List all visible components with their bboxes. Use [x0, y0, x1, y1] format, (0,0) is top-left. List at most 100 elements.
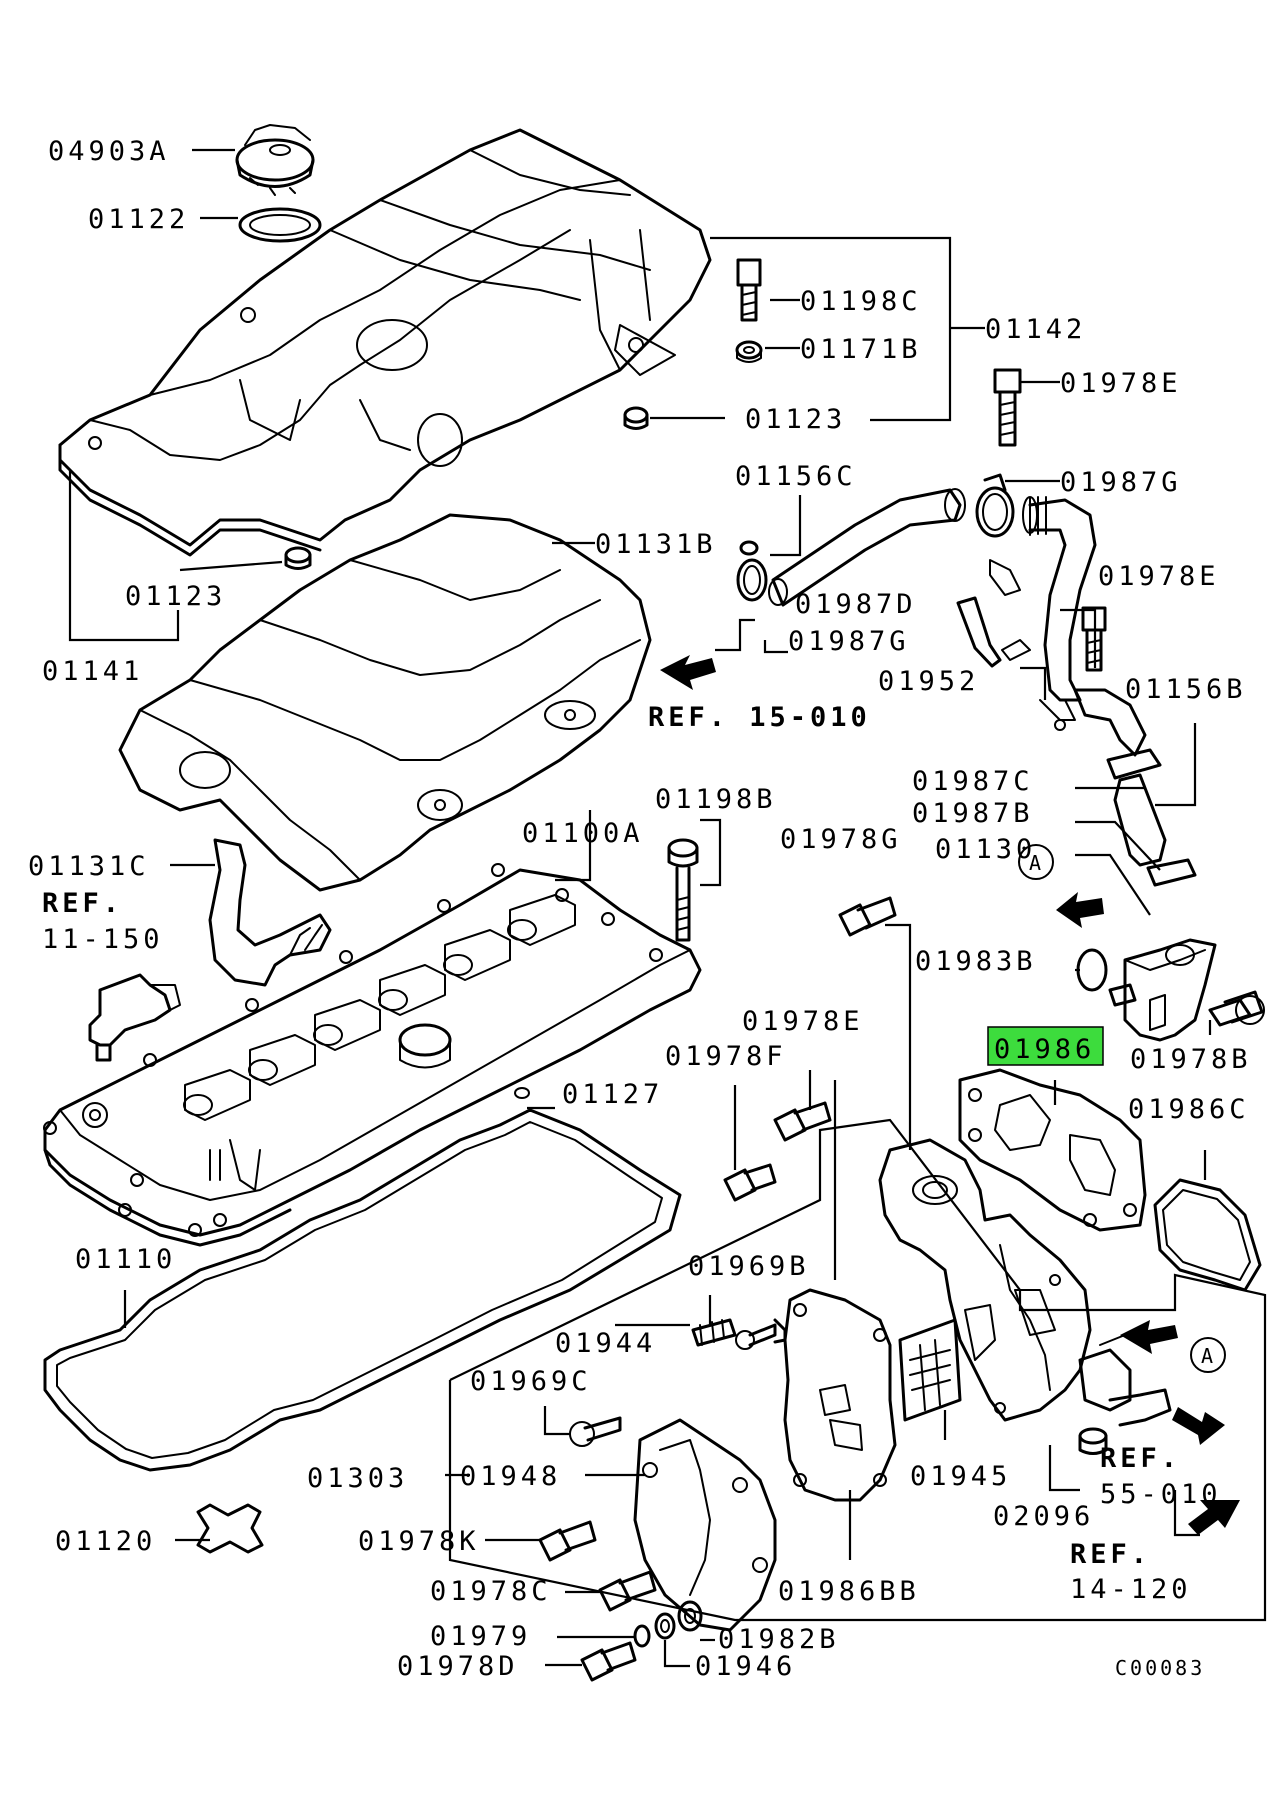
- label-01944[interactable]: 01944: [555, 1328, 656, 1359]
- o-ring-01983B[interactable]: [1076, 948, 1108, 992]
- label-01987G-upper[interactable]: 01987G: [1060, 467, 1182, 498]
- label-01952[interactable]: 01952: [878, 666, 979, 697]
- label-01969C[interactable]: 01969C: [470, 1366, 592, 1397]
- label-01978G[interactable]: 01978G: [780, 824, 902, 855]
- label-01156B[interactable]: 01156B: [1125, 674, 1247, 705]
- label-01948[interactable]: 01948: [460, 1461, 561, 1492]
- label-01983B[interactable]: 01983B: [915, 946, 1037, 977]
- label-01198B[interactable]: 01198B: [655, 784, 777, 815]
- label-01141[interactable]: 01141: [42, 656, 143, 687]
- oil-filler-cap-04903A[interactable]: [235, 124, 315, 196]
- label-01123-left[interactable]: 01123: [125, 581, 226, 612]
- label-01122[interactable]: 01122: [88, 204, 189, 235]
- label-01120[interactable]: 01120: [55, 1526, 156, 1557]
- bolt-01978K[interactable]: [538, 1520, 597, 1562]
- sensor-ref-11-150[interactable]: [88, 973, 181, 1062]
- label-01979[interactable]: 01979: [430, 1621, 531, 1652]
- gasket-01986BB[interactable]: [783, 1288, 897, 1502]
- plug-02096[interactable]: [1078, 1427, 1108, 1455]
- clamp-01987D[interactable]: [736, 540, 768, 602]
- housing-01303[interactable]: [878, 1138, 1172, 1427]
- washer-01171B[interactable]: [735, 340, 763, 363]
- thermostat-housing-01130[interactable]: [1108, 938, 1217, 1042]
- label-01986[interactable]: 01986: [994, 1034, 1095, 1065]
- hose-01156C[interactable]: [768, 488, 966, 607]
- bolt-01969C[interactable]: [569, 1416, 622, 1447]
- bolt-01978D[interactable]: [580, 1641, 637, 1682]
- label-01945[interactable]: 01945: [910, 1461, 1011, 1492]
- label-ref-14-120[interactable]: 14-120: [1070, 1574, 1192, 1605]
- label-ref-11-150[interactable]: 11-150: [42, 924, 164, 955]
- gasket-01986[interactable]: [958, 1068, 1147, 1232]
- engine-cover-01142[interactable]: [58, 128, 712, 557]
- cover-01948[interactable]: [633, 1418, 777, 1632]
- gasket-01131C[interactable]: [208, 838, 332, 987]
- bracket-01987D[interactable]: [956, 596, 1002, 668]
- label-01198C[interactable]: 01198C: [800, 286, 922, 317]
- o-ring-01122[interactable]: [238, 207, 322, 243]
- arrow-ref-14-120-icon: [1188, 1500, 1240, 1535]
- bolt-01978G[interactable]: [838, 896, 897, 937]
- label-ref-55-010[interactable]: 55-010: [1100, 1479, 1222, 1510]
- label-01303[interactable]: 01303: [307, 1463, 408, 1494]
- label-01986BB[interactable]: 01986BB: [778, 1576, 920, 1607]
- label-01982B[interactable]: 01982B: [718, 1624, 840, 1655]
- washer-01979[interactable]: [633, 1624, 651, 1648]
- label-01986C[interactable]: 01986C: [1128, 1094, 1250, 1125]
- label-01978K[interactable]: 01978K: [358, 1526, 480, 1557]
- label-01978C[interactable]: 01978C: [430, 1576, 552, 1607]
- label-01987D[interactable]: 01987D: [795, 589, 917, 620]
- label-01987G-lower[interactable]: 01987G: [788, 626, 910, 657]
- bolt-01969B[interactable]: [735, 1318, 787, 1350]
- screen-01945[interactable]: [898, 1318, 962, 1422]
- clamp-01987G-top[interactable]: [975, 473, 1015, 538]
- label-01987C[interactable]: 01987C: [912, 766, 1034, 797]
- washer-01946[interactable]: [654, 1612, 676, 1640]
- bolt-01198B[interactable]: [667, 838, 699, 942]
- label-01171B[interactable]: 01171B: [800, 334, 922, 365]
- clamp-01987C[interactable]: [1106, 748, 1162, 780]
- o-ring-01127[interactable]: [514, 1087, 530, 1099]
- label-02096[interactable]: 02096: [993, 1501, 1094, 1532]
- label-ref-55-010-word[interactable]: REF.: [1100, 1443, 1181, 1474]
- label-01142[interactable]: 01142: [985, 314, 1086, 345]
- sensor-01944[interactable]: [691, 1318, 737, 1347]
- label-01978F[interactable]: 01978F: [665, 1041, 787, 1072]
- label-ref-11-150-word[interactable]: REF.: [42, 888, 123, 919]
- bolt-01978C[interactable]: [598, 1570, 657, 1612]
- label-01978E-mid[interactable]: 01978E: [1098, 561, 1220, 592]
- bolt-01978E-lower[interactable]: [773, 1101, 832, 1142]
- bolt-01198C[interactable]: [736, 258, 762, 322]
- valve-cover-gasket-01110[interactable]: [43, 1108, 682, 1472]
- valve-cover-01100A[interactable]: [43, 863, 702, 1247]
- label-01123-top[interactable]: 01123: [745, 404, 846, 435]
- grommet-01123-top[interactable]: [623, 406, 649, 430]
- hose-01952[interactable]: [989, 496, 1097, 731]
- seal-01120[interactable]: [196, 1503, 264, 1554]
- washer-01982B[interactable]: [677, 1600, 703, 1632]
- label-01130[interactable]: 01130: [935, 834, 1036, 865]
- label-01946[interactable]: 01946: [695, 1651, 796, 1682]
- grommet-01123-left[interactable]: [284, 546, 312, 570]
- label-ref-14-120-word[interactable]: REF.: [1070, 1539, 1151, 1570]
- clamp-01987B[interactable]: [1146, 858, 1197, 887]
- label-01987B[interactable]: 01987B: [912, 798, 1034, 829]
- label-01978B[interactable]: 01978B: [1130, 1044, 1252, 1075]
- label-ref-15-010[interactable]: REF. 15-010: [648, 702, 871, 733]
- label-01978E-lower[interactable]: 01978E: [742, 1006, 864, 1037]
- gasket-01986C[interactable]: [1153, 1178, 1262, 1292]
- label-01131C[interactable]: 01131C: [28, 851, 150, 882]
- label-04903A[interactable]: 04903A: [48, 136, 170, 167]
- label-01978D[interactable]: 01978D: [397, 1651, 519, 1682]
- label-01978E-upper[interactable]: 01978E: [1060, 368, 1182, 399]
- label-01156C[interactable]: 01156C: [735, 461, 857, 492]
- label-01127[interactable]: 01127: [562, 1079, 663, 1110]
- bolt-01978F[interactable]: [723, 1163, 777, 1202]
- label-01131B[interactable]: 01131B: [595, 529, 717, 560]
- intake-cover-01131B[interactable]: [118, 513, 652, 892]
- label-01100A[interactable]: 01100A: [522, 818, 644, 849]
- bolt-01978B[interactable]: [1208, 990, 1265, 1027]
- label-01110[interactable]: 01110: [75, 1244, 176, 1275]
- bolt-01978E-upper[interactable]: [993, 368, 1022, 447]
- label-01969B[interactable]: 01969B: [688, 1251, 810, 1282]
